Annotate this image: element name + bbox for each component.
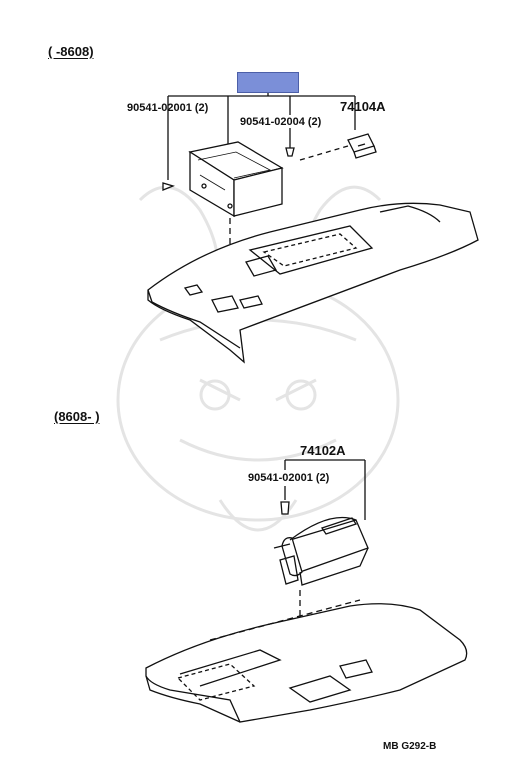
diagram-code: MB G292-B (383, 741, 437, 752)
highlighted-part-box[interactable] (237, 72, 299, 93)
part-number-assembly-lower[interactable]: 74102A (300, 443, 346, 458)
section-label-late: (8608- ) (54, 409, 100, 424)
section-label-early: ( -8608) (48, 44, 94, 59)
part-number-screw-mid[interactable]: 90541-02004 (2) (240, 116, 322, 128)
lower-assembly (145, 459, 468, 723)
upper-assembly (147, 93, 479, 364)
part-number-screw-lower[interactable]: 90541-02001 (2) (248, 472, 330, 484)
part-number-assembly-upper[interactable]: 74104A (340, 99, 386, 114)
watermark-emblem (116, 185, 400, 532)
part-number-screw-left[interactable]: 90541-02001 (2) (127, 102, 209, 114)
